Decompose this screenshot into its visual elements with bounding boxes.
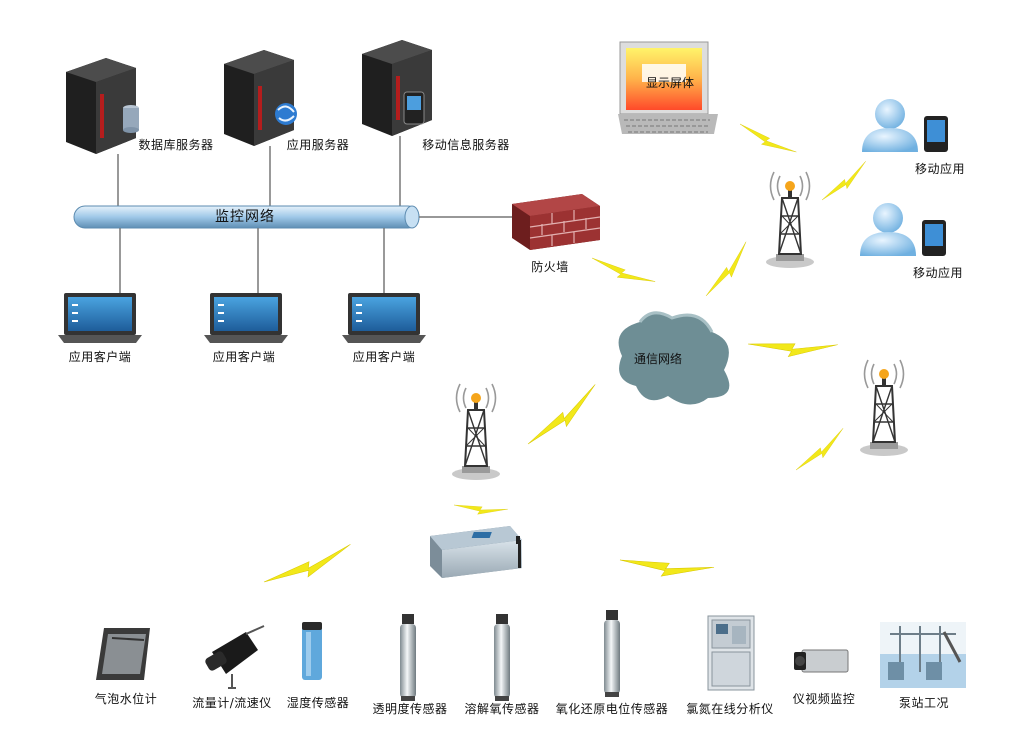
client-laptop-icon [342, 293, 426, 343]
video-camera-icon [794, 649, 849, 673]
flowmeter-icon [205, 625, 265, 689]
sensor-label: 湿度传感器 [286, 696, 350, 710]
display-screen-icon [618, 41, 718, 134]
firewall-label: 防火墙 [531, 260, 569, 274]
sensor-label: 溶解氧传感器 [464, 702, 540, 716]
mobile-info-server-icon [362, 40, 432, 136]
bubble-level-gauge-icon [96, 628, 150, 680]
client-links [119, 216, 512, 294]
client-laptop-icon [204, 293, 288, 343]
ammonia-analyzer-icon [707, 615, 755, 691]
humidity-sensor-icon [302, 622, 322, 680]
mobile-app-label: 移动应用 [912, 266, 964, 280]
client-label: 应用客户端 [68, 350, 132, 364]
pump-station-icon [880, 622, 966, 688]
mobile-app-label: 移动应用 [914, 162, 966, 176]
sensor-label: 仪视频监控 [792, 692, 856, 706]
transparency-sensor-icon [400, 614, 416, 701]
database-server-icon [66, 58, 139, 154]
client-label: 应用客户端 [212, 350, 276, 364]
orp-sensor-icon [604, 610, 620, 697]
sensor-label: 氧化还原电位传感器 [555, 702, 669, 716]
sensor-label: 透明度传感器 [372, 702, 448, 716]
display-screen-label: 显示屏体 [645, 76, 695, 90]
mobile-user-icon [862, 99, 948, 152]
sensor-label: 气泡水位计 [94, 692, 158, 706]
dissolved-oxygen-sensor-icon [494, 614, 510, 701]
sensor-label: 氯氮在线分析仪 [686, 702, 774, 716]
top-right-tower-icon [765, 171, 815, 269]
client-label: 应用客户端 [352, 350, 416, 364]
firewall-icon [512, 194, 601, 250]
monitoring-network-label: 监控网络 [215, 209, 275, 225]
communication-network-label: 通信网络 [633, 352, 683, 366]
mobile-user-icon [860, 203, 946, 256]
server-links [117, 136, 401, 208]
data-terminal-icon [430, 526, 522, 578]
sensor-label: 流量计/流速仪 [192, 696, 272, 710]
sensor-label: 泵站工况 [898, 696, 950, 710]
right-tower-icon [859, 359, 909, 457]
monitoring-network-bus [73, 205, 420, 229]
application-server-label: 应用服务器 [286, 138, 350, 152]
database-server-label: 数据库服务器 [138, 138, 214, 152]
client-laptop-icon [58, 293, 142, 343]
application-server-icon [224, 50, 297, 146]
communication-network-cloud-icon [618, 311, 730, 405]
left-tower-icon [451, 383, 501, 481]
mobile-info-server-label: 移动信息服务器 [422, 138, 510, 152]
